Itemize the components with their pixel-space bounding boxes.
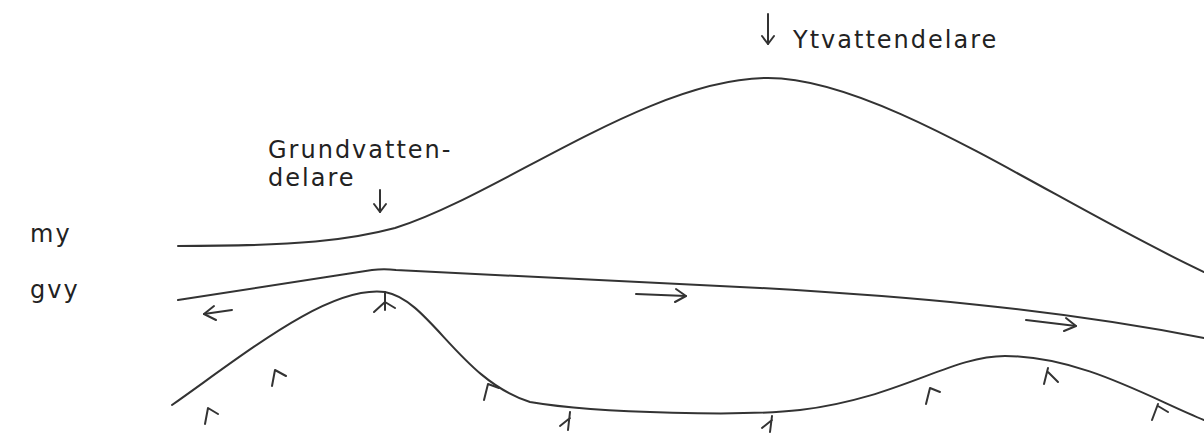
- groundwater-surface: [178, 269, 1204, 338]
- layer-label: gvy: [30, 276, 80, 304]
- divide-arrow: [374, 14, 774, 212]
- divide-label: Grundvatten- delare: [268, 136, 453, 192]
- flow-arrow: [204, 289, 1076, 331]
- bedrock-hatch: [205, 292, 1168, 432]
- layer-label: my: [30, 220, 72, 248]
- divide-label: Ytvattendelare: [793, 26, 998, 54]
- ground-surface: [178, 78, 1204, 272]
- bedrock-surface: [172, 291, 1204, 420]
